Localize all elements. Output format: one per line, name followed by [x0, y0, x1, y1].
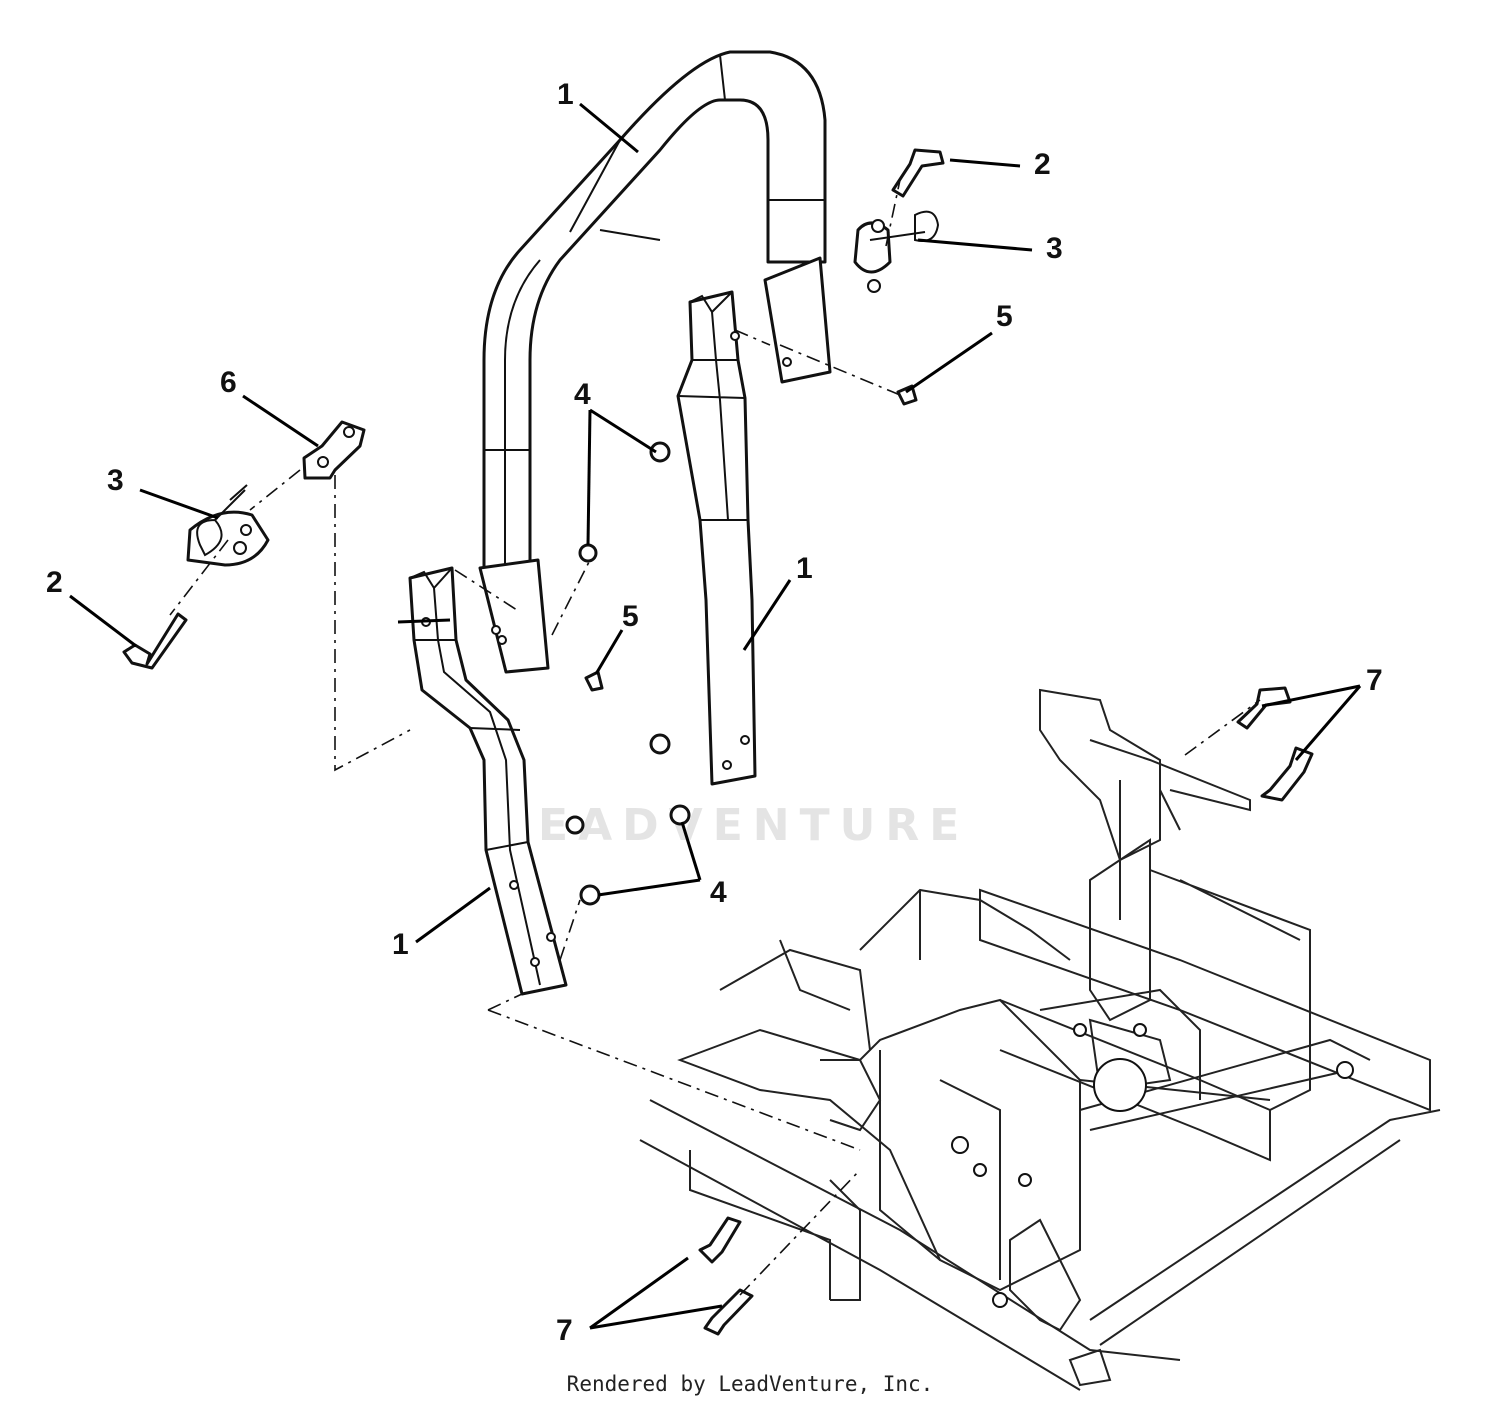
- callout-5-right: 5: [996, 300, 1013, 333]
- callout-7-right: 7: [1366, 664, 1383, 697]
- render-credit: Rendered by LeadVenture, Inc.: [566, 1372, 934, 1396]
- hinge-pin-right: [891, 148, 945, 198]
- rops-upper-hoop: [478, 50, 832, 674]
- callout-6: 6: [220, 366, 237, 399]
- hitch-pin-right: [853, 210, 940, 293]
- callout-3-left: 3: [107, 464, 124, 497]
- assembly-lines: [169, 179, 1261, 1296]
- frame-bolts: [698, 686, 1314, 1336]
- hitch-pin-left: [186, 484, 270, 567]
- rops-right-leg: [676, 290, 757, 786]
- hinge-pin-left: [122, 612, 188, 670]
- callout-1-right: 1: [796, 552, 813, 585]
- callout-4-upper: 4: [574, 378, 591, 411]
- callout-4-lower: 4: [710, 876, 727, 909]
- leader-lines: [69, 102, 1362, 1330]
- pin-bracket: [302, 420, 366, 480]
- callout-1-top: 1: [557, 78, 574, 111]
- callout-labels: 1 1 1 2 2 3 3 4 4 5 5 6 7 7: [46, 78, 1383, 1347]
- rops-left-leg: [408, 566, 568, 996]
- callout-7-bottom: 7: [556, 1314, 573, 1347]
- callout-2-right: 2: [1034, 148, 1051, 181]
- callout-5-center: 5: [622, 600, 639, 633]
- callout-1-left: 1: [392, 928, 409, 961]
- mower-frame: [639, 688, 1441, 1391]
- callout-3-right: 3: [1046, 232, 1063, 265]
- callout-2-left: 2: [46, 566, 63, 599]
